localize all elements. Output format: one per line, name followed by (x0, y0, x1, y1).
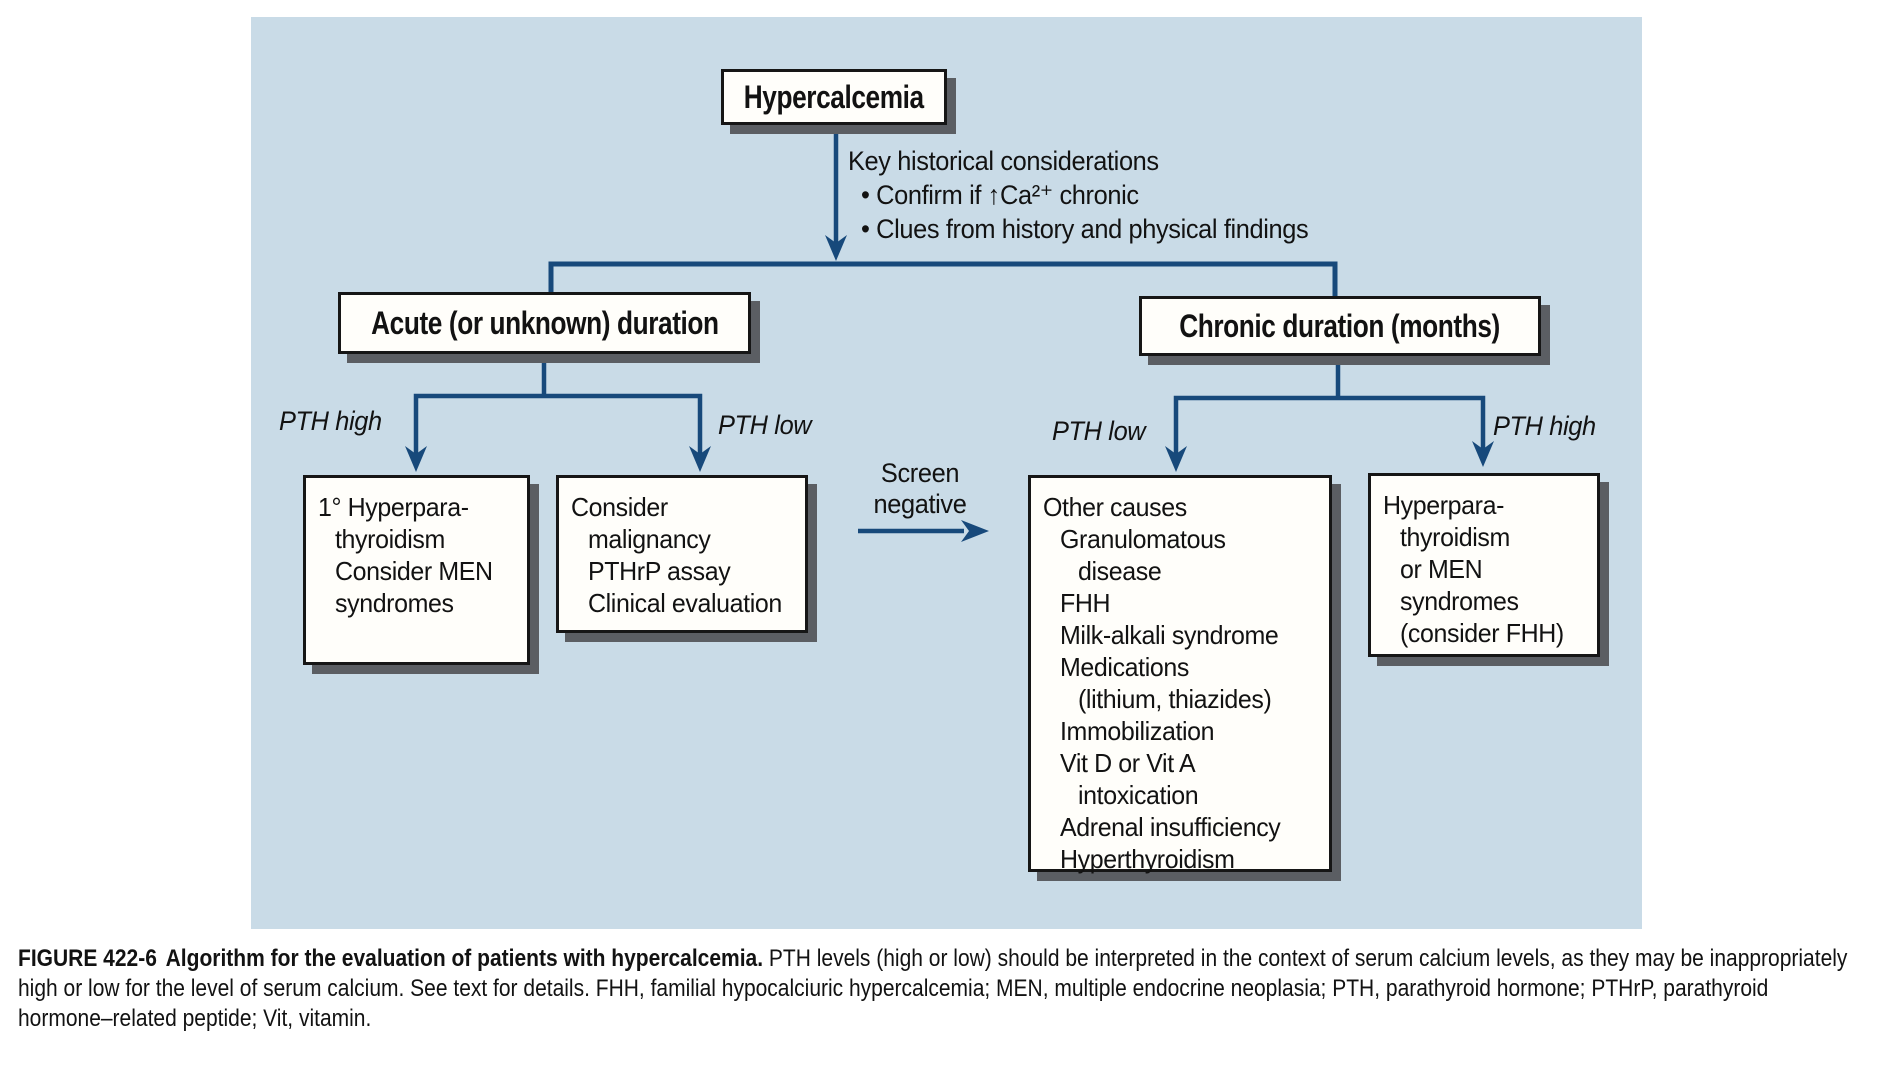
label-screen-negative: Screen negative (850, 458, 991, 520)
figure-caption: FIGURE 422-6 Algorithm for the evaluation… (18, 944, 1866, 1034)
key-considerations-bullet-1: • Confirm if ↑Ca²⁺ chronic (861, 180, 1139, 210)
box-line: Granulomatous (1060, 524, 1226, 554)
label-acute-pth-high: PTH high (279, 406, 382, 436)
label-chronic-pth-low: PTH low (1052, 416, 1146, 446)
box-line: syndromes (335, 588, 454, 618)
label-screen-negative-line-2: negative (873, 489, 967, 519)
figure-caption-body: PTH levels (high or low) should be inter… (18, 945, 1848, 1032)
box-line: PTHrP assay (588, 556, 731, 586)
box-line: Adrenal insufficiency (1060, 812, 1281, 842)
box-line: Medications (1060, 652, 1189, 682)
box-line: FHH (1060, 588, 1111, 618)
box-line: Milk-alkali syndrome (1060, 620, 1279, 650)
node-consider-malignancy: Consider malignancy PTHrP assay Clinical… (556, 475, 808, 633)
node-hypercalcemia-label: Hypercalcemia (744, 78, 924, 115)
box-line: or MEN (1400, 554, 1483, 584)
node-other-causes: Other causes Granulomatous disease FHH M… (1028, 475, 1332, 874)
key-considerations: Key historical considerations • Confirm … (848, 144, 1337, 246)
box-line: intoxication (1078, 780, 1199, 810)
node-acute-duration-label: Acute (or unknown) duration (370, 304, 719, 341)
box-line: Consider (571, 492, 668, 522)
node-acute-duration: Acute (or unknown) duration (338, 292, 751, 354)
box-line: Clinical evaluation (588, 588, 782, 618)
node-chronic-duration: Chronic duration (months) (1139, 296, 1541, 356)
box-line: thyroidism (335, 524, 445, 554)
node-chronic-duration-label: Chronic duration (months) (1179, 307, 1501, 344)
node-hypercalcemia: Hypercalcemia (721, 69, 947, 125)
box-line: (lithium, thiazides) (1078, 684, 1272, 714)
node-hyperparathyroidism-men: Hyperpara- thyroidism or MEN syndromes (… (1368, 473, 1600, 657)
box-line: disease (1078, 556, 1162, 586)
box-line: Other causes (1043, 492, 1187, 522)
box-line: Immobilization (1060, 716, 1215, 746)
box-line: Consider MEN (335, 556, 493, 586)
box-line: (consider FHH) (1400, 618, 1564, 648)
key-considerations-bullet-2: • Clues from history and physical findin… (861, 214, 1309, 244)
key-considerations-title: Key historical considerations (848, 146, 1159, 176)
box-line: thyroidism (1400, 522, 1510, 552)
box-line: Hyperpara- (1383, 490, 1505, 520)
figure-caption-title: Algorithm for the evaluation of patients… (165, 945, 764, 972)
box-line: malignancy (588, 524, 711, 554)
box-line: 1° Hyperpara- (318, 492, 469, 522)
label-chronic-pth-high: PTH high (1493, 411, 1596, 441)
box-line: syndromes (1400, 586, 1519, 616)
box-line: Vit D or Vit A (1060, 748, 1196, 778)
node-primary-hyperparathyroidism: 1° Hyperpara- thyroidism Consider MEN sy… (303, 475, 530, 665)
figure-caption-number: FIGURE 422-6 (18, 945, 157, 972)
box-line: Hyperthyroidism (1060, 844, 1235, 874)
label-screen-negative-line-1: Screen (880, 458, 960, 488)
label-acute-pth-low: PTH low (718, 410, 812, 440)
